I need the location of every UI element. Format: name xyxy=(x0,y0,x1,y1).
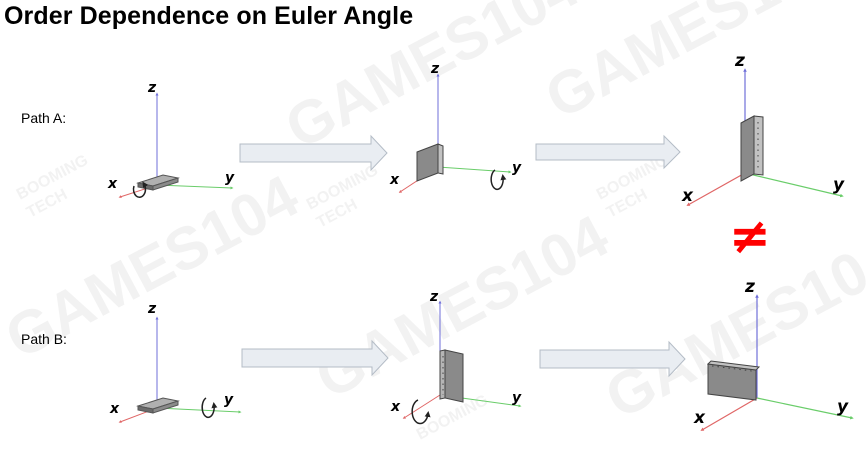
flat-plate xyxy=(136,174,180,191)
axis-label-x: x xyxy=(693,408,706,428)
transition-arrow xyxy=(539,340,686,378)
axis-label-z: z xyxy=(734,51,745,71)
axis-label-x: x xyxy=(681,186,694,206)
rotation-x-icon xyxy=(132,181,149,198)
slide-title: Order Dependence on Euler Angle xyxy=(4,2,414,30)
axis-label-x: x xyxy=(389,172,400,188)
final-plate xyxy=(740,115,764,182)
rotation-y-icon xyxy=(490,169,507,191)
axis-label-y: y xyxy=(837,397,849,417)
axis-label-y: y xyxy=(225,170,235,186)
axis-label-y: y xyxy=(512,160,522,176)
path-a-step-1-axes: z y x xyxy=(107,80,235,198)
path-a-step-2-axes: z y x xyxy=(389,61,522,193)
axis-label-z: z xyxy=(744,277,755,297)
path-b-step-1-axes: z y x xyxy=(109,301,242,423)
not-equal-icon: ≠ xyxy=(729,207,771,265)
path-b-step-3-axes: z y x xyxy=(693,277,854,431)
axis-label-y: y xyxy=(224,392,234,408)
axis-label-x: x xyxy=(390,399,401,415)
axis-label-z: z xyxy=(429,289,439,305)
axis-label-x: x xyxy=(109,401,120,417)
rotated-plate xyxy=(416,143,444,182)
path-b-label: Path B: xyxy=(21,331,67,347)
axis-label-z: z xyxy=(430,61,440,77)
axis-label-y: y xyxy=(833,175,845,195)
axis-label-x: x xyxy=(107,176,118,192)
axis-label-z: z xyxy=(147,301,157,317)
axis-label-y: y xyxy=(512,390,522,406)
path-a-label: Path A: xyxy=(21,110,67,126)
watermark-text: GAMES104 xyxy=(535,0,850,131)
flat-plate xyxy=(136,397,180,414)
final-plate xyxy=(706,360,761,401)
transition-arrow xyxy=(241,339,389,377)
path-a-step-3-axes: z y x xyxy=(681,51,845,206)
rotation-x-icon xyxy=(411,399,431,425)
rotated-plate xyxy=(439,349,464,403)
path-b-step-2-axes: z y x xyxy=(390,289,522,425)
axis-label-z: z xyxy=(147,80,157,96)
transition-arrow xyxy=(239,134,388,172)
transition-arrow xyxy=(535,134,681,170)
rotation-y-icon xyxy=(201,397,218,419)
